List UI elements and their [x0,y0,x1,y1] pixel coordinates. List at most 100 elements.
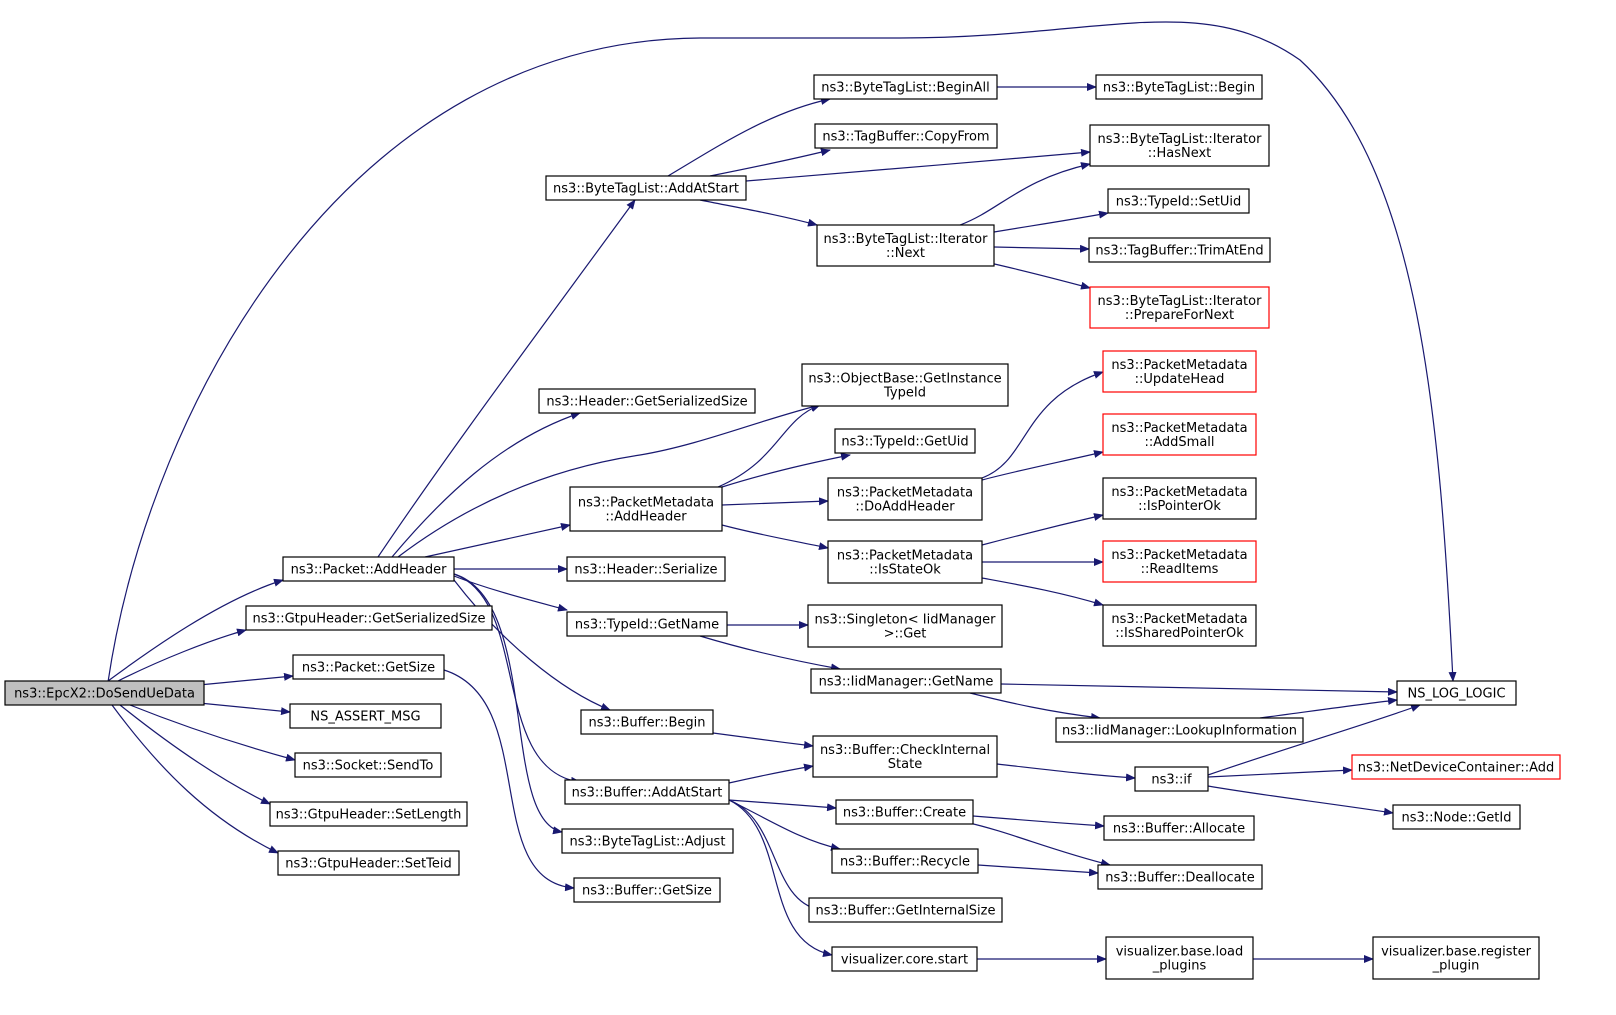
node-visbasereg[interactable]: visualizer.base.register_plugin [1372,936,1540,980]
call-edge [712,732,814,749]
node-box [269,801,468,827]
node-sendto[interactable]: ns3::Socket::SendTo [294,752,442,778]
node-nodegetid[interactable]: ns3::Node::GetId [1392,804,1521,830]
node-bufallocate[interactable]: ns3::Buffer::Allocate [1103,815,1255,841]
call-edge [728,799,841,851]
node-label: ::IsStateOk [869,563,941,578]
node-label: ::IsPointerOk [1138,499,1221,514]
node-pktgetsize[interactable]: ns3::Packet::GetSize [292,654,445,680]
node-box [538,388,756,414]
node-box [801,363,1009,407]
node-box [834,428,976,454]
node-hdrgetser[interactable]: ns3::Header::GetSerializedSize [538,388,756,414]
node-label: visualizer.core.start [841,953,968,968]
node-tbcopyfrom[interactable]: ns3::TagBuffer::CopyFrom [814,123,998,149]
node-hdrserialize[interactable]: ns3::Header::Serialize [566,556,726,582]
node-btlbeginall[interactable]: ns3::ByteTagList::BeginAll [813,74,998,100]
node-label: ns3::NetDeviceContainer::Add [1358,761,1555,776]
call-edge [989,262,1091,290]
node-box [569,486,723,532]
node-setlength[interactable]: ns3::GtpuHeader::SetLength [269,801,468,827]
node-label: ns3::Buffer::Begin [588,716,705,731]
node-label: ns3::ByteTagList::Begin [1103,81,1255,96]
node-pmispointerok[interactable]: ns3::PacketMetadata::IsPointerOk [1102,477,1257,520]
node-gtpuser[interactable]: ns3::GtpuHeader::GetSerializedSize [245,605,493,631]
node-label: ns3::Socket::SendTo [303,759,434,774]
node-box [573,877,721,903]
node-setteid[interactable]: ns3::GtpuHeader::SetTeid [277,850,460,876]
call-edge [996,763,1136,782]
node-typeidgetname[interactable]: ns3::TypeId::GetName [566,611,728,637]
node-label: ns3::ObjectBase::GetInstance [808,372,1001,387]
call-edge [117,628,247,682]
node-label: ns3::PacketMetadata [837,549,973,564]
node-label: ns3::PacketMetadata [1111,548,1247,563]
node-bufdeallocate[interactable]: ns3::Buffer::Deallocate [1097,864,1263,890]
node-btlbegin[interactable]: ns3::ByteTagList::Begin [1095,74,1263,100]
call-edge [959,162,1091,226]
node-box [1105,936,1254,980]
node-bufcreate[interactable]: ns3::Buffer::Create [835,799,974,825]
node-pmaddsmall[interactable]: ns3::PacketMetadata::AddSmall [1102,413,1257,456]
node-ns3if[interactable]: ns3::if [1134,766,1209,792]
node-assert[interactable]: NS_ASSERT_MSG [289,703,442,729]
node-label: ns3::PacketMetadata [1111,358,1247,373]
node-ndcadd[interactable]: ns3::NetDeviceContainer::Add [1351,754,1561,780]
node-pmaddheader[interactable]: ns3::PacketMetadata::AddHeader [569,486,723,532]
node-label: ns3::Buffer::CheckInternal [820,743,990,758]
node-box [813,74,998,100]
node-bufaddatstart[interactable]: ns3::Buffer::AddAtStart [564,779,730,805]
node-label: ns3::ByteTagList::Adjust [570,835,726,850]
node-btladdatstart[interactable]: ns3::ByteTagList::AddAtStart [545,175,747,201]
node-btlitnext[interactable]: ns3::ByteTagList::Iterator::Next [816,224,995,267]
node-iidgetname[interactable]: ns3::IidManager::GetName [810,668,1002,694]
node-addheader[interactable]: ns3::Packet::AddHeader [282,556,455,582]
node-typeidgetuid[interactable]: ns3::TypeId::GetUid [834,428,976,454]
node-nslogic[interactable]: NS_LOG_LOGIC [1396,680,1517,706]
node-btladjust[interactable]: ns3::ByteTagList::Adjust [561,828,734,854]
node-label: >::Get [884,627,927,642]
node-pmisstateok[interactable]: ns3::PacketMetadata::IsStateOk [827,540,983,584]
node-box [1095,74,1263,100]
node-tbtrimatend[interactable]: ns3::TagBuffer::TrimAtEnd [1088,237,1271,263]
node-pmissharedptr[interactable]: ns3::PacketMetadata::IsSharedPointerOk [1102,604,1257,647]
call-edges [107,21,1457,963]
node-box [807,604,1003,648]
call-edge [453,575,568,612]
node-singleton[interactable]: ns3::Singleton< IidManager>::Get [807,604,1003,648]
call-edge [667,96,831,177]
node-label: ns3::TypeId::GetUid [841,435,968,450]
call-edge [443,669,575,892]
node-viscorestart[interactable]: visualizer.core.start [831,946,978,972]
node-box [1097,864,1263,890]
node-box [277,850,460,876]
node-typeidsetuid[interactable]: ns3::TypeId::SetUid [1107,188,1250,214]
node-pmreaditems[interactable]: ns3::PacketMetadata::ReadItems [1102,540,1257,583]
call-edge [964,821,1111,867]
node-bufrecycle[interactable]: ns3::Buffer::Recycle [831,848,979,874]
node-box [1103,815,1255,841]
node-visbaseload[interactable]: visualizer.base.load_plugins [1105,936,1254,980]
node-label: _plugin [1432,959,1480,974]
node-bufgetsize[interactable]: ns3::Buffer::GetSize [573,877,721,903]
node-box [294,752,442,778]
call-edge [391,412,581,558]
node-pmdoaddheader[interactable]: ns3::PacketMetadata::DoAddHeader [827,477,983,521]
node-root[interactable]: ns3::EpcX2::DoSendUeData [4,680,205,706]
node-pmupdatehead[interactable]: ns3::PacketMetadata::UpdateHead [1102,350,1257,393]
node-btlitprepare[interactable]: ns3::ByteTagList::Iterator::PrepareForNe… [1089,286,1270,329]
node-box [545,175,747,201]
node-label: ns3::Header::GetSerializedSize [546,395,747,410]
call-nodes: ns3::EpcX2::DoSendUeData ns3::Packet::Add… [4,74,1561,980]
node-bufbegin[interactable]: ns3::Buffer::Begin [580,709,714,735]
node-box [566,556,726,582]
node-bufgetinternal[interactable]: ns3::Buffer::GetInternalSize [808,897,1003,923]
node-iidlookup[interactable]: ns3::IidManager::LookupInformation [1055,717,1304,743]
call-edge [453,579,611,711]
node-label: ns3::TypeId::SetUid [1116,195,1241,210]
call-edge [1207,704,1421,776]
node-btlithasnext[interactable]: ns3::ByteTagList::Iterator::HasNext [1089,124,1270,167]
node-label: ns3::Packet::GetSize [302,661,435,676]
